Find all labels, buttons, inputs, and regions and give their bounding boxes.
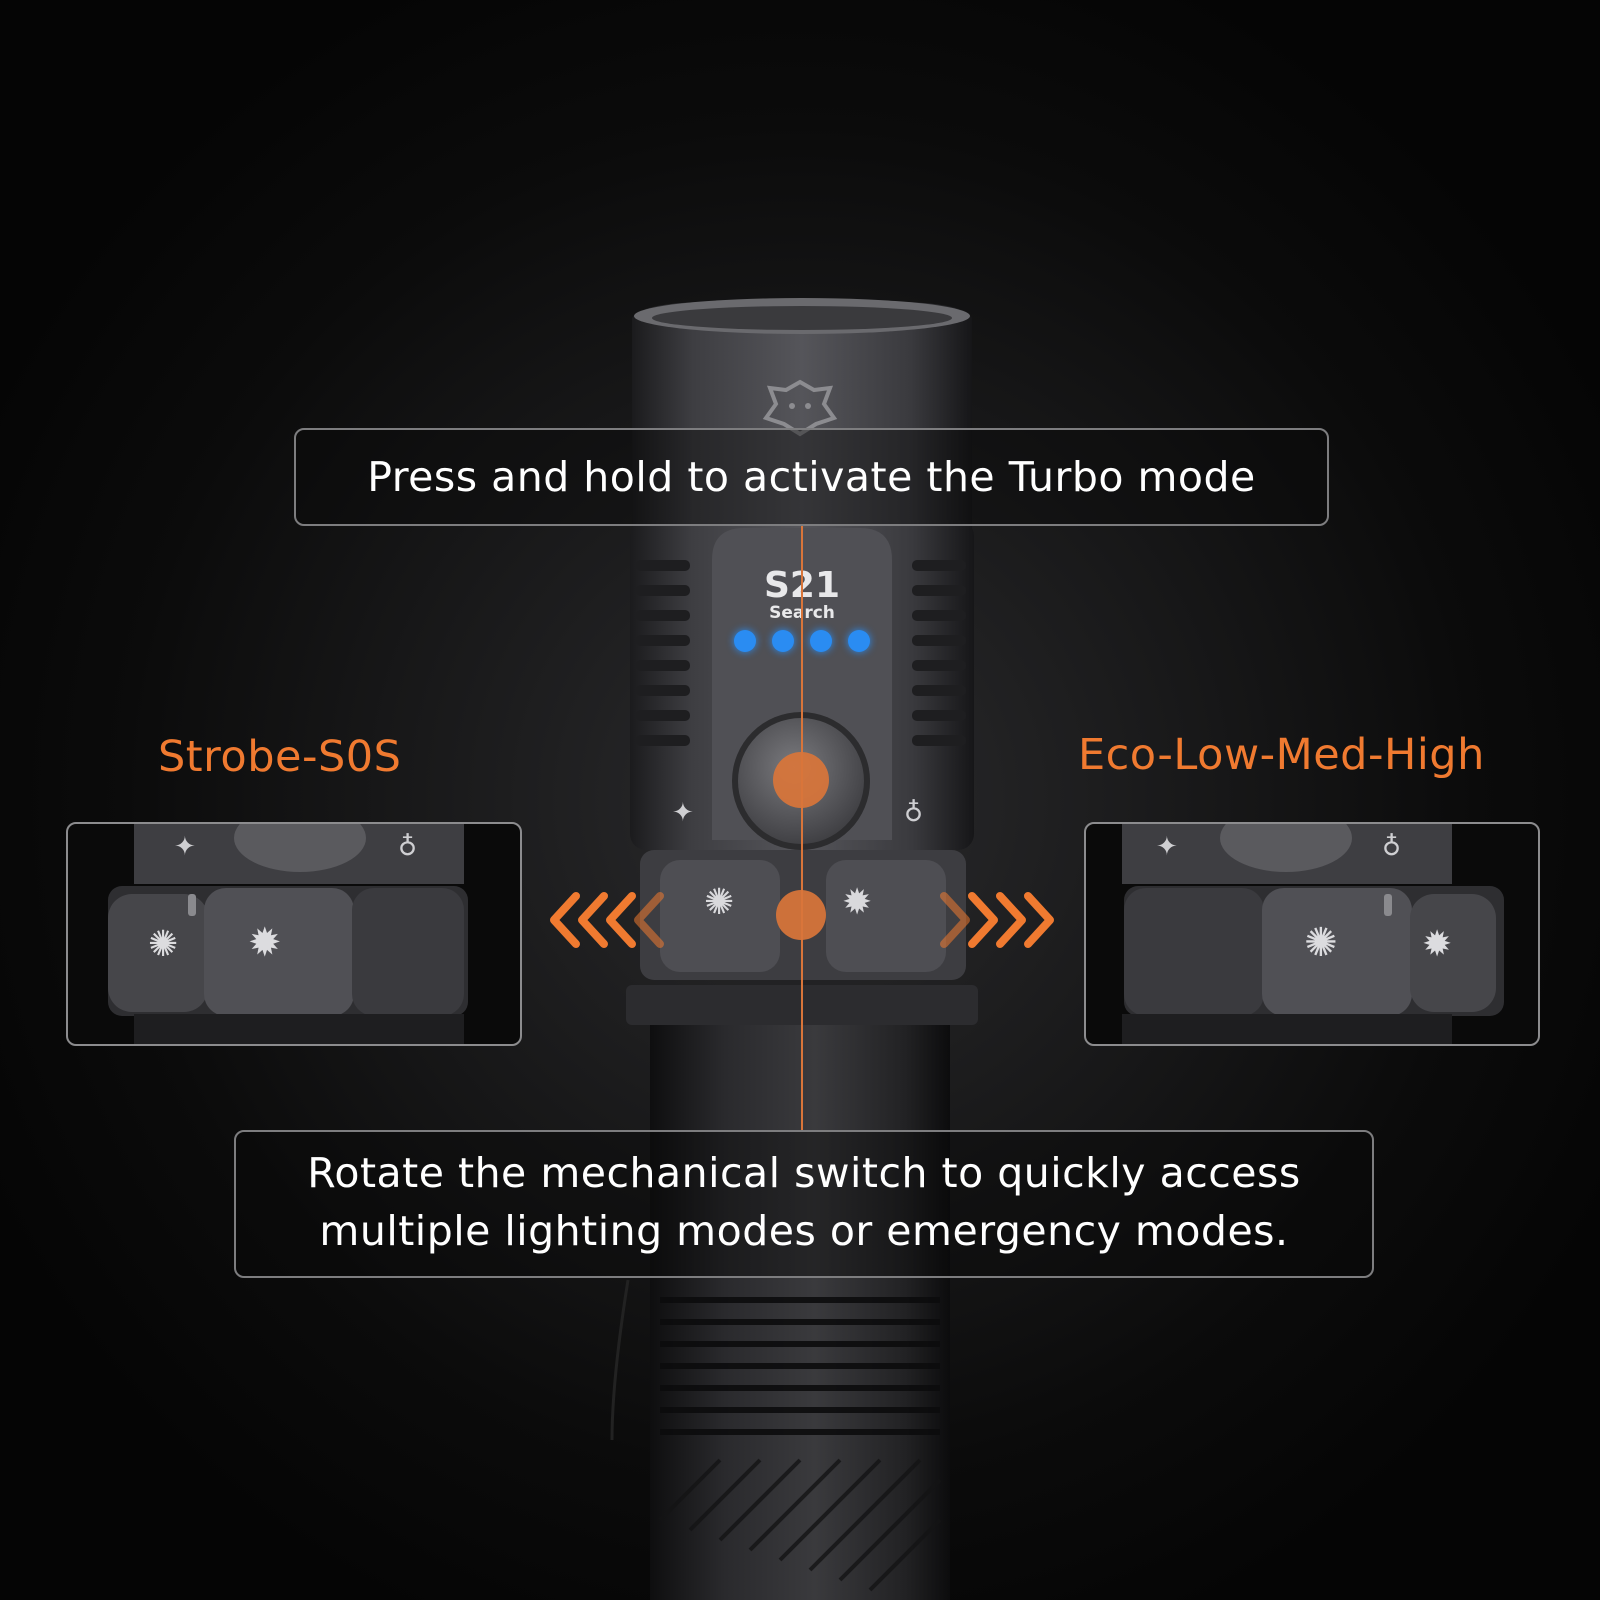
lion-head-logo-icon (762, 379, 838, 437)
floodlight-icon: ♁ (398, 832, 418, 862)
rotate-left-arrows-icon (550, 892, 664, 948)
strobe-icon: ✺ (148, 924, 179, 965)
eco-low-med-high-label: Eco-Low-Med-High (1078, 730, 1485, 780)
strobe-mode-icon: ✦ (672, 798, 694, 828)
sun-icon: ✹ (1422, 924, 1453, 965)
strobe-sos-label: Strobe-S0S (158, 732, 402, 782)
sun-icon: ✹ (248, 920, 282, 966)
led-dot (734, 630, 756, 652)
turbo-mode-callout: Press and hold to activate the Turbo mod… (294, 428, 1329, 526)
battery-indicator (734, 630, 874, 654)
rotate-callout-line-2: multiple lighting modes or emergency mod… (319, 1207, 1289, 1255)
strobe-sos-closeup: ✦ ♁ ✺ ✹ (66, 822, 522, 1046)
rotate-switch-callout: Rotate the mechanical switch to quickly … (234, 1130, 1374, 1278)
floodlight-mode-icon: ♁ (904, 798, 924, 828)
crosshair-icon: ✦ (174, 832, 196, 862)
sun-ring-icon: ✹ (842, 882, 873, 923)
led-dot (810, 630, 832, 652)
eco-low-med-high-closeup: ✦ ♁ ✺ ✹ (1084, 822, 1540, 1046)
crosshair-icon: ✦ (1156, 832, 1178, 862)
guide-line (801, 526, 803, 1130)
led-dot (848, 630, 870, 652)
strobe-icon: ✺ (1304, 920, 1338, 966)
rotate-callout-line-1: Rotate the mechanical switch to quickly … (307, 1149, 1301, 1197)
rotate-right-arrows-icon (940, 892, 1054, 948)
led-dot (772, 630, 794, 652)
floodlight-icon: ♁ (1382, 832, 1402, 862)
strobe-ring-icon: ✺ (704, 882, 735, 923)
